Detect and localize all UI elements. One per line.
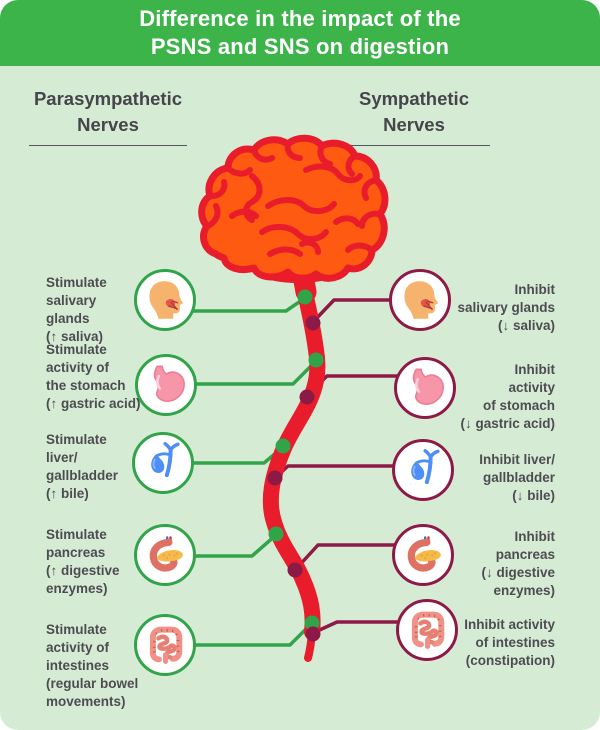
organ-circle-left-stomach [135, 354, 197, 416]
ganglion-dot-maroon-1 [305, 315, 321, 331]
organ-circle-right-gallbladder [392, 439, 454, 501]
organ-circle-left-gallbladder [132, 432, 194, 494]
label-left-gallbladder: Stimulate liver/ gallbladder (↑ bile) [46, 432, 119, 501]
label-right-gallbladder: Inhibit liver/ gallbladder (↓ bile) [479, 452, 555, 503]
organ-circle-right-stomach [394, 357, 456, 419]
brain-icon [198, 134, 389, 283]
ganglion-dot-maroon-4 [287, 562, 303, 578]
organ-circle-left-salivary [134, 269, 196, 331]
label-left-stomach: Stimulate activity of the stomach (↑ gas… [46, 342, 141, 411]
label-right-intestines: Inhibit activity of intestines (constipa… [464, 617, 555, 668]
organ-circle-right-intestines [396, 599, 458, 661]
spinal-cord [262, 241, 326, 662]
ganglion-dot-green-4 [268, 526, 284, 542]
organ-circle-right-pancreas [392, 524, 454, 586]
ganglion-dot-maroon-3 [267, 470, 283, 486]
ganglion-dot-maroon-2 [299, 389, 315, 405]
nerve-connector-left-2 [164, 359, 318, 386]
label-left-salivary: Stimulate salivary glands (↑ saliva) [46, 275, 107, 344]
nerve-connector-left-1 [163, 296, 307, 313]
ganglion-dot-green-5 [304, 615, 320, 631]
ganglion-dot-green-2 [308, 352, 324, 368]
organ-circle-right-salivary [389, 269, 451, 331]
title-banner: Difference in the impact of the PSNS and… [0, 0, 600, 66]
left-column-heading: Parasympathetic Nerves [29, 86, 187, 146]
nerve-connector-right-4 [294, 543, 425, 571]
organ-circle-left-intestines [134, 614, 196, 676]
nerve-connector-left-5 [163, 622, 313, 647]
organ-circle-left-pancreas [134, 524, 196, 586]
right-column-heading: Sympathetic Nerves [338, 86, 490, 146]
label-right-stomach: Inhibit activity of stomach (↓ gastric a… [460, 362, 555, 431]
label-right-pancreas: Inhibit pancreas (↓ digestive enzymes) [481, 529, 555, 598]
title-line-2: PSNS and SNS on digestion [150, 34, 450, 59]
title-line-1: Difference in the impact of the [139, 6, 461, 31]
ganglion-dot-green-3 [275, 438, 291, 454]
label-left-pancreas: Stimulate pancreas (↑ digestive enzymes) [46, 527, 120, 596]
label-left-intestines: Stimulate activity of intestines (regula… [46, 622, 139, 709]
label-right-salivary: Inhibit salivary glands (↓ saliva) [457, 282, 555, 333]
ganglion-dot-green-1 [297, 289, 313, 305]
ganglion-dot-maroon-5 [305, 626, 321, 642]
